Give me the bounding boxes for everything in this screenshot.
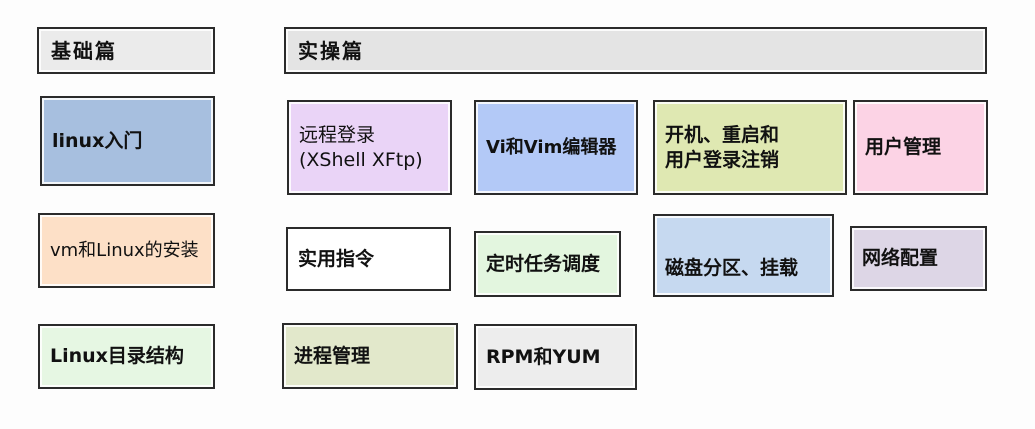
topic-label: 磁盘分区、挂载 bbox=[665, 257, 799, 280]
basics-header: 基础篇 bbox=[37, 27, 215, 74]
topic-vm-linux-install[interactable]: vm和Linux的安装 bbox=[38, 213, 215, 288]
topic-cron-scheduling[interactable]: 定时任务调度 bbox=[474, 231, 621, 297]
topic-label: RPM和YUM bbox=[486, 345, 601, 368]
topic-label-line2: 用户登录注销 bbox=[665, 148, 780, 171]
topic-label: Vi和Vim编辑器 bbox=[486, 136, 617, 158]
topic-utility-commands[interactable]: 实用指令 bbox=[286, 227, 451, 291]
topic-network-config[interactable]: 网络配置 bbox=[850, 226, 987, 291]
topic-label-line1: 开机、重启和 bbox=[665, 123, 780, 146]
topic-disk-partition-mount[interactable]: 磁盘分区、挂载 bbox=[653, 214, 834, 297]
topic-label-line2: (XShell XFtp) bbox=[299, 148, 423, 171]
topic-label-line1: 远程登录 bbox=[299, 123, 376, 146]
topic-linux-directory[interactable]: Linux目录结构 bbox=[38, 324, 215, 389]
topic-label: Linux目录结构 bbox=[50, 345, 184, 368]
practice-header-label: 实操篇 bbox=[298, 38, 364, 63]
topic-label: linux入门 bbox=[52, 129, 143, 152]
topic-label: 定时任务调度 bbox=[486, 252, 601, 275]
topic-linux-intro[interactable]: linux入门 bbox=[40, 96, 215, 186]
topic-vi-vim-editor[interactable]: Vi和Vim编辑器 bbox=[474, 100, 638, 195]
topic-label: 实用指令 bbox=[298, 247, 375, 270]
topic-label: vm和Linux的安装 bbox=[50, 239, 199, 261]
topic-process-management[interactable]: 进程管理 bbox=[282, 323, 458, 389]
topic-label: 进程管理 bbox=[294, 344, 371, 367]
basics-header-label: 基础篇 bbox=[51, 38, 117, 63]
topic-remote-login[interactable]: 远程登录 (XShell XFtp) bbox=[287, 100, 452, 195]
topic-label: 用户管理 bbox=[865, 136, 942, 159]
topic-rpm-yum[interactable]: RPM和YUM bbox=[474, 324, 637, 390]
topic-user-management[interactable]: 用户管理 bbox=[853, 100, 988, 195]
topic-boot-reboot-login[interactable]: 开机、重启和 用户登录注销 bbox=[653, 100, 847, 195]
practice-header: 实操篇 bbox=[284, 27, 987, 74]
topic-label: 网络配置 bbox=[862, 247, 939, 270]
